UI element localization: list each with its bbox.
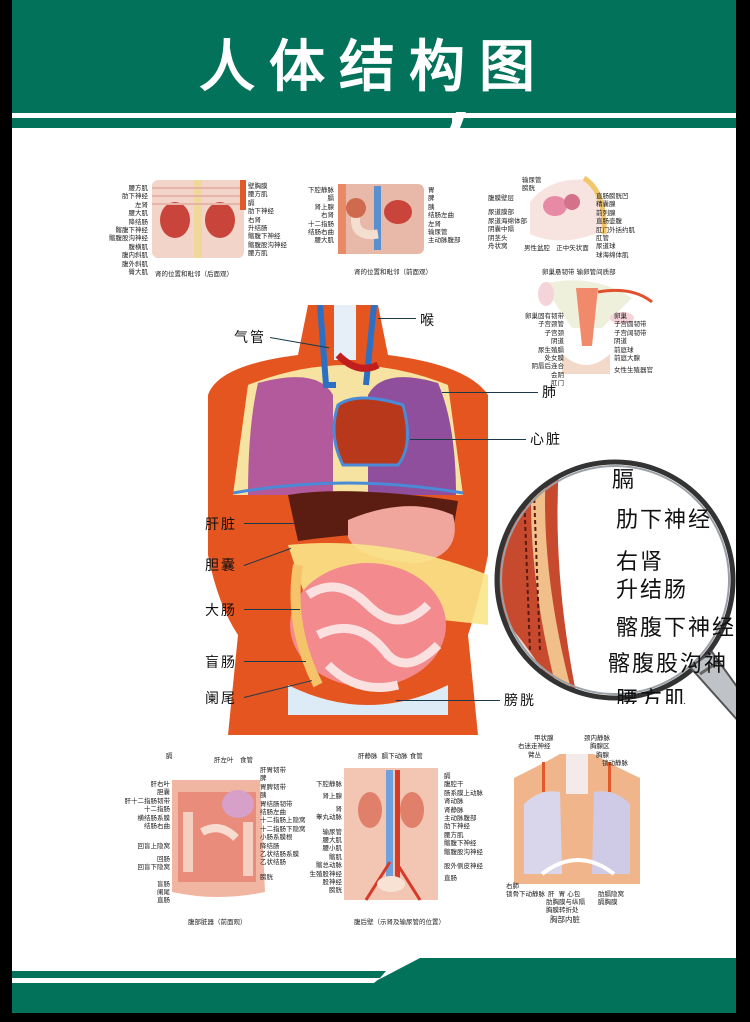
panel-kidney-back-view: 腰方肌肋下神经左肾腰大肌降结肠髂腹下神经髂腹股沟神经腹横肌腹内斜肌腹外斜肌臀大肌… (100, 178, 300, 288)
abdominal-caption: 腹部脏器（前面观） (188, 918, 247, 926)
mag-label-subcostal-nerve: 肋下神经 (616, 508, 713, 533)
panel-male-pelvis: 腹膜壁层尿道膜部尿道海绵体部阴囊中隔阴茎头舟状窝 输尿管膀胱 直肠膀胱凹精囊腺前… (480, 172, 670, 259)
panel-female-reproductive: 卵巢悬韧带 输卵管间质部 卵巢固有韧带子宫颈管子宫颈阴道尿生殖膈处女膜阴唇后连合… (502, 268, 672, 387)
posterior-top-labels: 肝静脉 膈下动脉 食管 (358, 752, 423, 760)
pelvis-top-labels: 输尿管膀胱 (522, 176, 542, 193)
male-pelvis-illustration (530, 175, 607, 241)
female-reproductive-illustration (538, 280, 653, 374)
abdominal-top-left-label: 膈 (166, 752, 173, 760)
back-left-labels: 腰方肌肋下神经左肾腰大肌降结肠髂腹下神经髂腹股沟神经腹横肌腹内斜肌腹外斜肌臀大肌 (109, 184, 148, 277)
leader-heart (410, 439, 526, 440)
back-right-labels: 壁胸膜腰方肌膈肋下神经右肾升结肠髂腹下神经髂腹股沟神经腰方肌 (248, 182, 287, 258)
panel-thoracic-viscera: 甲状腺右迷走神经臂丛 颈内静脉胸腺区胸腺锁动静脉 右肺锁骨下动静脉 肝 胃 心包… (490, 734, 670, 924)
thoracic-top-left-labels: 甲状腺右迷走神经臂丛 (518, 734, 554, 759)
panel-kidney-front-view: 下腔静脉膈肾上腺右肾十二指肠结肠右曲腰大肌 胃脾胰结肠左曲左肾输尿管主动脉腹部 … (298, 182, 478, 282)
thoracic-bottom-mid-labels: 肝 胃 心包 (548, 890, 581, 898)
front-left-labels: 下腔静脉膈肾上腺右肾十二指肠结肠右曲腰大肌 (308, 186, 334, 245)
kidney-front-illustration (338, 184, 424, 254)
leader-large-intestine (244, 609, 300, 610)
label-heart: 心脏 (530, 432, 562, 448)
label-large-intestine: 大肠 (205, 603, 237, 619)
thoracic-bottom-left-labels: 右肺锁骨下动静脉 (506, 882, 545, 899)
female-caption: 女性生殖器官 (614, 366, 653, 374)
pelvis-right-labels: 直肠膀胱凹精囊腺前列腺直肠壶腹肛门外括约肌肛管尿道球球海绵体肌 (596, 192, 635, 259)
kidney-back-illustration (152, 180, 246, 258)
leader-bladder (396, 700, 500, 701)
label-bladder: 膀胱 (504, 693, 536, 709)
front-view-caption: 肾的位置和毗邻（前面观） (354, 268, 432, 276)
abdominal-left-labels: 肝右叶胆囊肝十二指肠韧带十二指肠横结肠系膜结肠右曲回盲上隐窝回肠回盲下隐窝盲肠阑… (124, 780, 171, 905)
thoracic-illustration (514, 754, 640, 884)
thoracic-bottom-right-labels: 肋膈隐窝膈胸膜 (598, 890, 624, 907)
thoracic-bottom-lower-labels: 肋胸膜与纵隔胸膜转折处 (546, 898, 585, 915)
header-banner: 人体结构图 (12, 0, 736, 113)
posterior-right-labels: 膈腹腔干肠系膜上动脉肾动脉肾静脉主动脉腹部肋下神经腰方肌髂腹下神经髂腹股沟神经股… (444, 772, 483, 883)
pelvis-bottom-labels: 男性盆腔 正中矢状面 (524, 244, 589, 252)
mag-label-quadratus: 腰方肌 (616, 688, 689, 704)
poster-title: 人体结构图 (199, 35, 549, 100)
posterior-left-labels: 下腔静脉肾上腺肾睾丸动脉输尿管腰大肌腰小肌髂肌髂总动脉生殖股神经股神经膀胱 (309, 780, 343, 895)
label-cecum: 盲肠 (205, 655, 237, 671)
leader-larynx (378, 318, 416, 319)
posterior-caption: 腹后壁（示肾及输尿管的位置） (354, 918, 445, 926)
panel-abdominal-organs: 膈 肝左叶 食管 肝右叶胆囊肝十二指肠韧带十二指肠横结肠系膜结肠右曲回盲上隐窝回… (110, 752, 310, 932)
label-gallbladder: 胆囊 (205, 558, 237, 574)
female-left-labels: 卵巢固有韧带子宫颈管子宫颈阴道尿生殖膈处女膜阴唇后连合会阴肛门 (525, 312, 564, 388)
magnifier: 膈 肋下神经 右肾 升结肠 髂腹下神经 髂腹股沟神 腰方肌 (490, 452, 736, 762)
main-torso-illustration (208, 305, 488, 735)
magnifier-handle (688, 650, 736, 721)
label-liver: 肝脏 (205, 517, 237, 533)
leader-liver (244, 523, 294, 524)
header-stripe-slant (442, 112, 466, 128)
magnifier-lens (494, 459, 736, 721)
thoracic-caption: 胸部内脏 (550, 915, 580, 924)
thoracic-top-right-labels: 颈内静脉胸腺区胸腺锁动静脉 (584, 734, 628, 768)
footer-banner (12, 958, 736, 1013)
mag-label-right-kidney: 右肾 (616, 550, 665, 575)
label-lung: 肺 (542, 385, 558, 401)
anatomy-poster: 人体结构图 腰方肌肋下神经左肾腰大肌降结肠髂腹下神经髂腹股沟神经腹横肌腹内斜肌腹… (12, 0, 736, 1013)
leader-lung (442, 392, 538, 393)
abdominal-top-mid-label: 肝左叶 (214, 756, 234, 764)
header-stripe-right (458, 118, 736, 128)
mag-label-diaphragm: 膈 (612, 468, 635, 493)
label-trachea: 气管 (234, 330, 266, 346)
header-stripe-left (12, 118, 452, 128)
female-top-labels: 卵巢悬韧带 输卵管间质部 (542, 268, 616, 276)
mag-label-ilioinguinal: 髂腹股沟神 (608, 652, 726, 677)
female-right-labels: 卵巢子宫圆韧带子宫阔韧带阴道前庭球前庭大腺 (614, 312, 647, 363)
mag-label-ascending-colon: 升结肠 (616, 578, 689, 603)
label-larynx: 喉 (420, 313, 436, 329)
abdominal-right-labels: 肝胃韧带脾胃脾韧带胰胃结肠韧带结肠左曲十二指肠上隐窝十二指肠下隐窝小肠系膜根降结… (260, 766, 306, 881)
mag-label-iliohypogastric: 髂腹下神经 (616, 616, 736, 641)
pelvis-left-labels: 腹膜壁层尿道膜部尿道海绵体部阴囊中隔阴茎头舟状窝 (488, 194, 527, 251)
posterior-wall-illustration (344, 768, 438, 901)
abdominal-top-right-label: 食管 (240, 756, 253, 764)
label-appendix: 阑尾 (205, 691, 237, 707)
leader-cecum (244, 661, 306, 662)
back-view-caption: 肾的位置和毗邻（后面观） (155, 270, 233, 278)
abdominal-organs-illustration (172, 780, 265, 897)
front-right-labels: 胃脾胰结肠左曲左肾输尿管主动脉腹部 (428, 186, 461, 245)
panel-posterior-wall: 肝静脉 膈下动脉 食管 下腔静脉肾上腺肾睾丸动脉输尿管腰大肌腰小肌髂肌髂总动脉生… (302, 752, 502, 932)
